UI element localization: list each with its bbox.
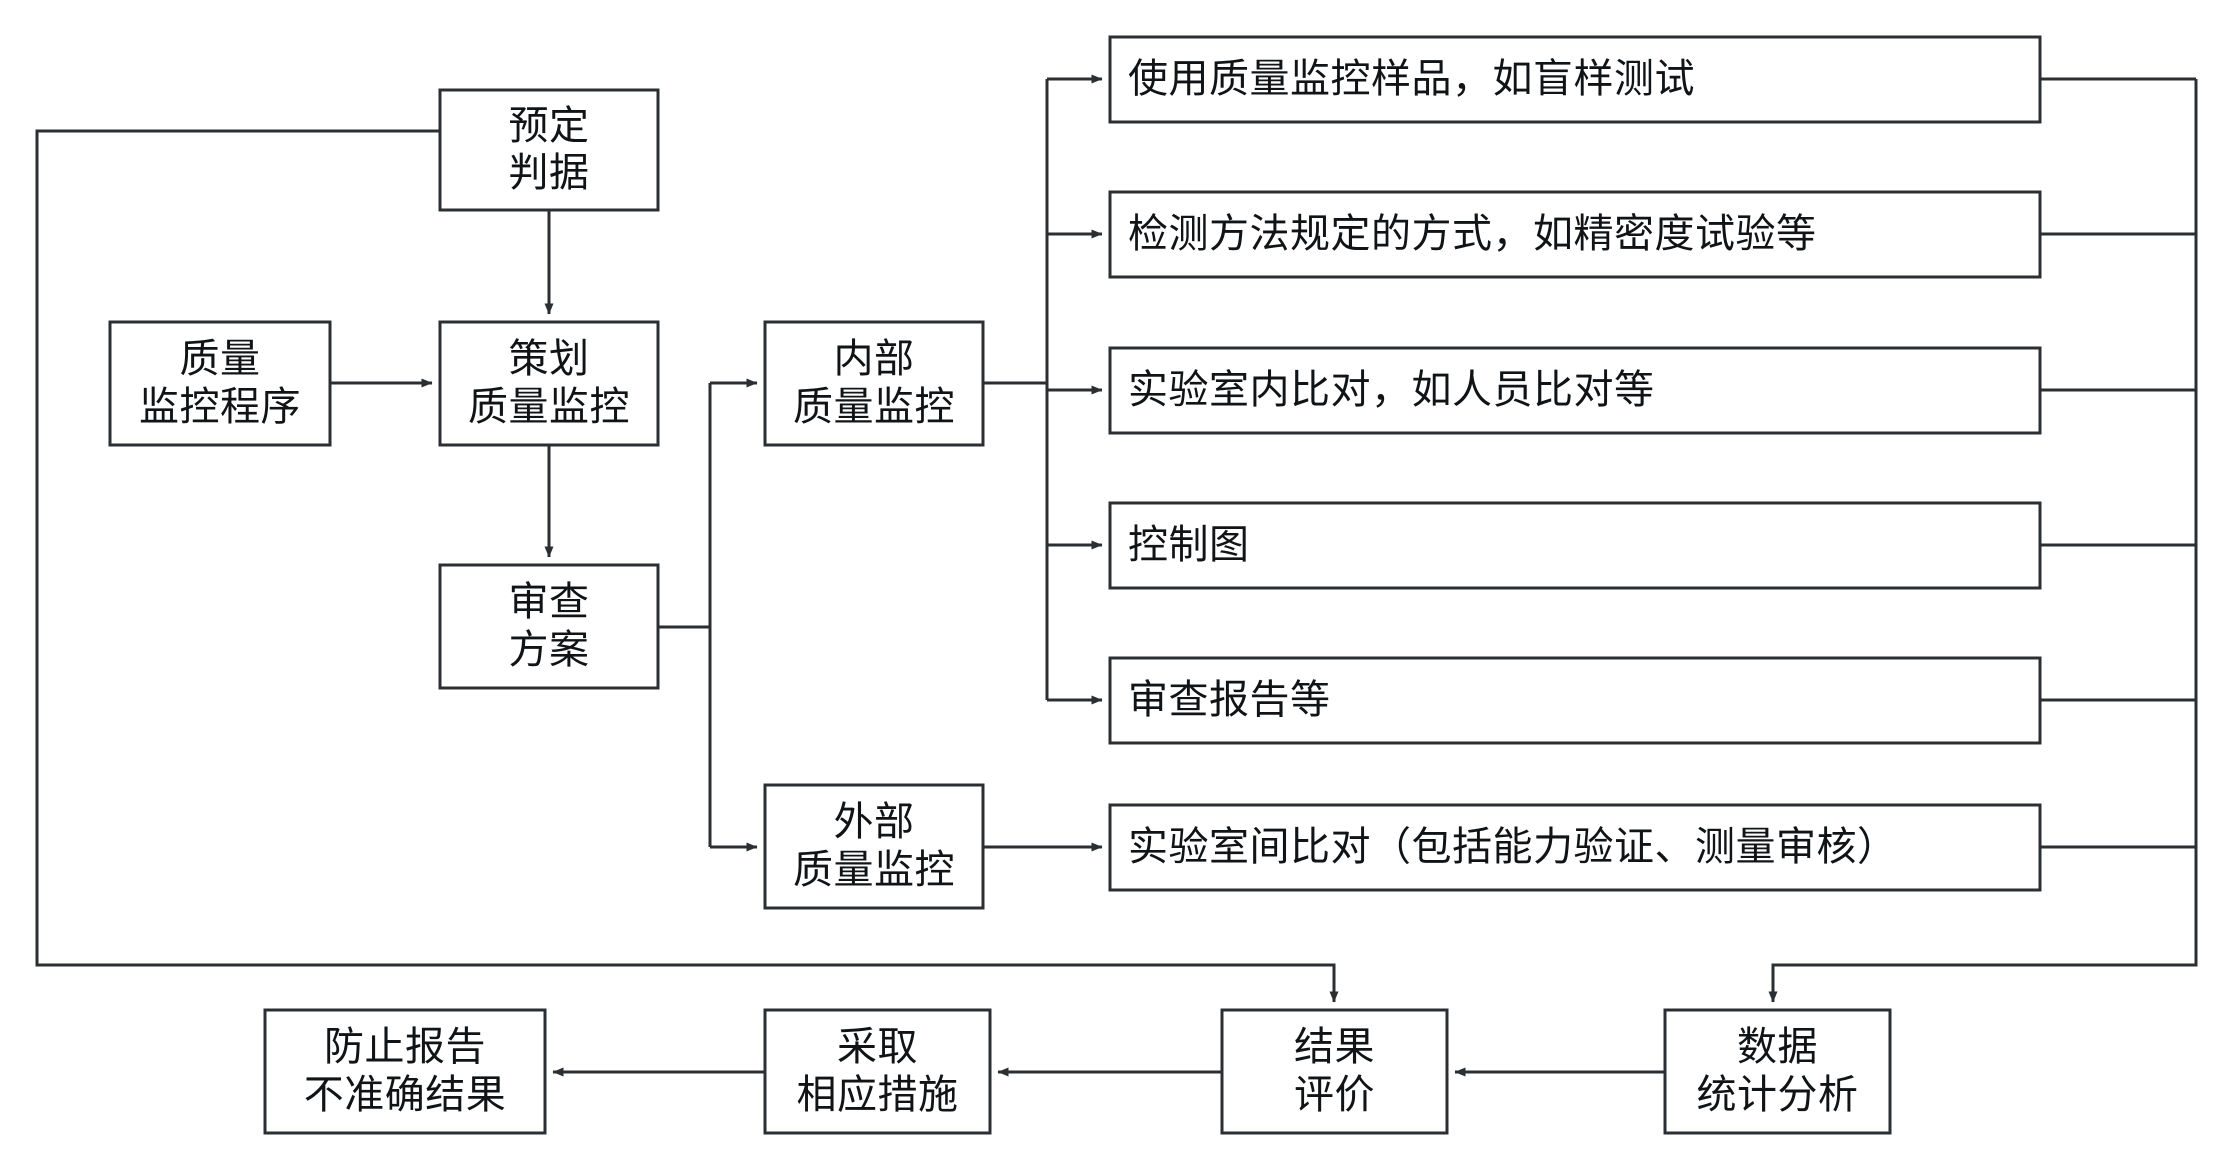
node-plan-quality-control[interactable]: [438, 320, 660, 447]
node-take-measures[interactable]: [763, 1008, 992, 1135]
node-method-specified[interactable]: [1108, 190, 2042, 279]
edge-right-bus-to-data-statistics: [1768, 79, 2198, 1003]
node-evaluate-results[interactable]: [1220, 1008, 1449, 1135]
node-internal-quality[interactable]: [763, 320, 985, 447]
node-intralab-comparison[interactable]: [1108, 346, 2042, 435]
node-review-report[interactable]: [1108, 656, 2042, 745]
node-interlab-comparison[interactable]: [1108, 803, 2042, 892]
node-data-statistics[interactable]: [1663, 1008, 1892, 1135]
node-qc-sample[interactable]: [1108, 35, 2042, 124]
node-predefined-criteria[interactable]: [438, 88, 660, 212]
edge-criteria-feedback-to-evaluate: [35, 129, 1339, 1003]
node-quality-control-program[interactable]: [108, 320, 332, 447]
node-review-plan[interactable]: [438, 563, 660, 690]
node-control-chart[interactable]: [1108, 501, 2042, 590]
node-prevent-inaccurate[interactable]: [263, 1008, 547, 1135]
node-external-quality[interactable]: [763, 783, 985, 910]
